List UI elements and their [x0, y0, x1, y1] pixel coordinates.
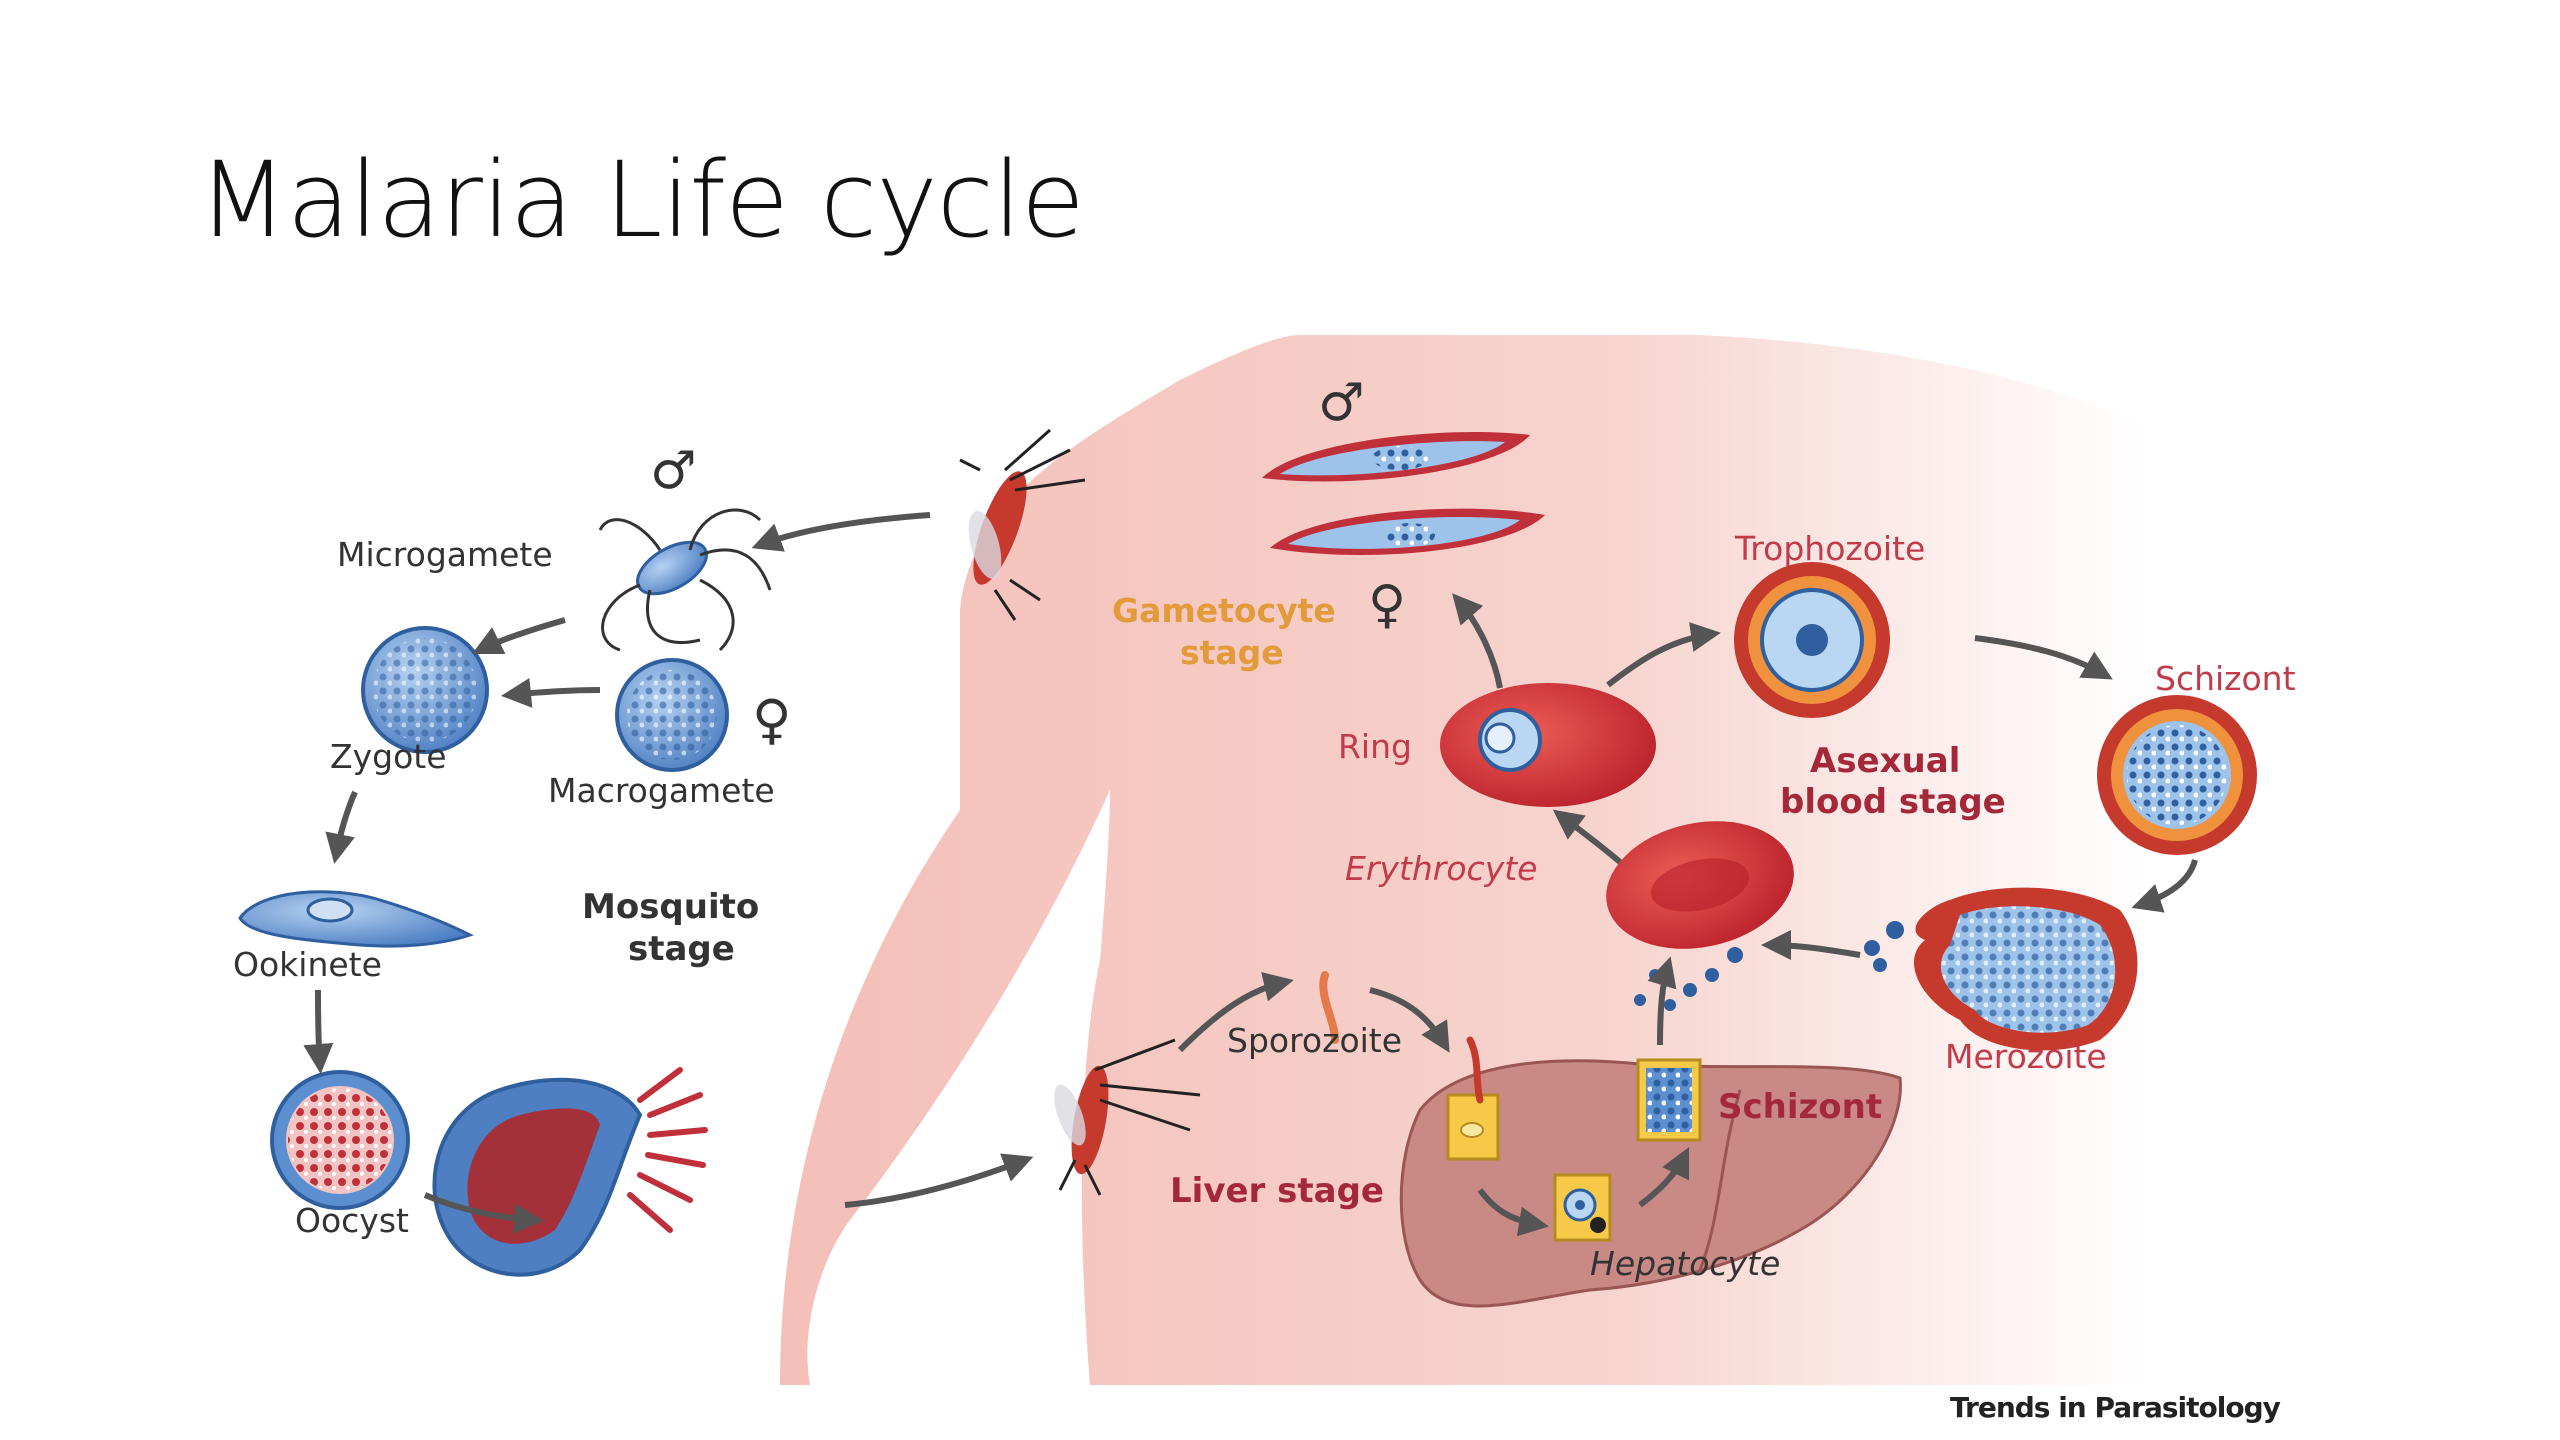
trophozoite-illustration — [1734, 562, 1890, 718]
gametocyte-stage-label-line1: Gametocyte — [1112, 591, 1336, 630]
developing-hepatocyte-illustration — [1553, 1173, 1612, 1242]
mosquito-stage-arrows — [303, 512, 1034, 1234]
asexual-blood-stage-label-line1: Asexual — [1810, 741, 1960, 781]
oocyst-illustration — [270, 1070, 410, 1210]
female-symbol-macrogamete: ♀ — [752, 688, 792, 751]
female-symbol-gametocyte: ♀ — [1368, 575, 1406, 635]
ring-stage-illustration — [1440, 683, 1656, 807]
microgamete-illustration — [598, 508, 772, 652]
microgamete-label: Microgamete — [337, 535, 553, 574]
ookinete-label: Ookinete — [233, 945, 382, 984]
merozoite-burst-illustration — [1864, 887, 2138, 1051]
trophozoite-label: Trophozoite — [1734, 529, 1925, 568]
ookinete-illustration — [238, 890, 474, 948]
sporozoite-illustration — [1319, 971, 1339, 1044]
bursting-oocyst-illustration — [432, 1067, 708, 1277]
hepatocyte-label: Hepatocyte — [1590, 1244, 1780, 1283]
zygote-label: Zygote — [330, 737, 447, 776]
source-credit: Trends in Parasitology — [1950, 1391, 2281, 1424]
male-symbol-gametocyte: ♂ — [1318, 373, 1365, 433]
macrogamete-label: Macrogamete — [548, 771, 775, 810]
oocyst-label: Oocyst — [295, 1201, 409, 1240]
asexual-blood-stage-label-line2: blood stage — [1780, 782, 2006, 822]
female-gametocyte-illustration — [1270, 508, 1545, 556]
blood-stage-arrows — [1452, 593, 2198, 961]
erythrocyte-label: Erythrocyte — [1345, 849, 1537, 888]
blood-schizont-illustration — [2097, 695, 2257, 855]
mosquito-top-illustration — [959, 428, 1086, 621]
sporozoite-infected-hepatocyte-illustration — [1446, 1036, 1500, 1161]
male-symbol-microgamete: ♂ — [650, 441, 697, 501]
male-gametocyte-illustration — [1262, 431, 1530, 482]
mosquito-stage-heading-line1: Mosquito — [582, 887, 759, 927]
ring-label: Ring — [1338, 727, 1412, 766]
liver-stage-label: Liver stage — [1170, 1171, 1384, 1211]
macrogamete-illustration — [615, 658, 729, 772]
sporozoite-label: Sporozoite — [1227, 1021, 1402, 1060]
zygote-illustration — [361, 626, 489, 754]
mosquito-bottom-illustration — [1054, 1038, 1201, 1196]
mosquito-stage-heading-line2: stage — [628, 929, 735, 969]
liver-stage-arrows — [1177, 956, 1690, 1237]
gametocyte-stage-label-line2: stage — [1180, 633, 1284, 672]
blood-schizont-label: Schizont — [2155, 659, 2296, 698]
merozoite-label: Merozoite — [1945, 1037, 2107, 1076]
liver-schizont-label: Schizont — [1718, 1087, 1882, 1127]
slide-title: Malaria Life cycle — [198, 139, 1085, 261]
liver-schizont-illustration — [1636, 1058, 1702, 1142]
erythrocyte-illustration — [1606, 821, 1794, 949]
